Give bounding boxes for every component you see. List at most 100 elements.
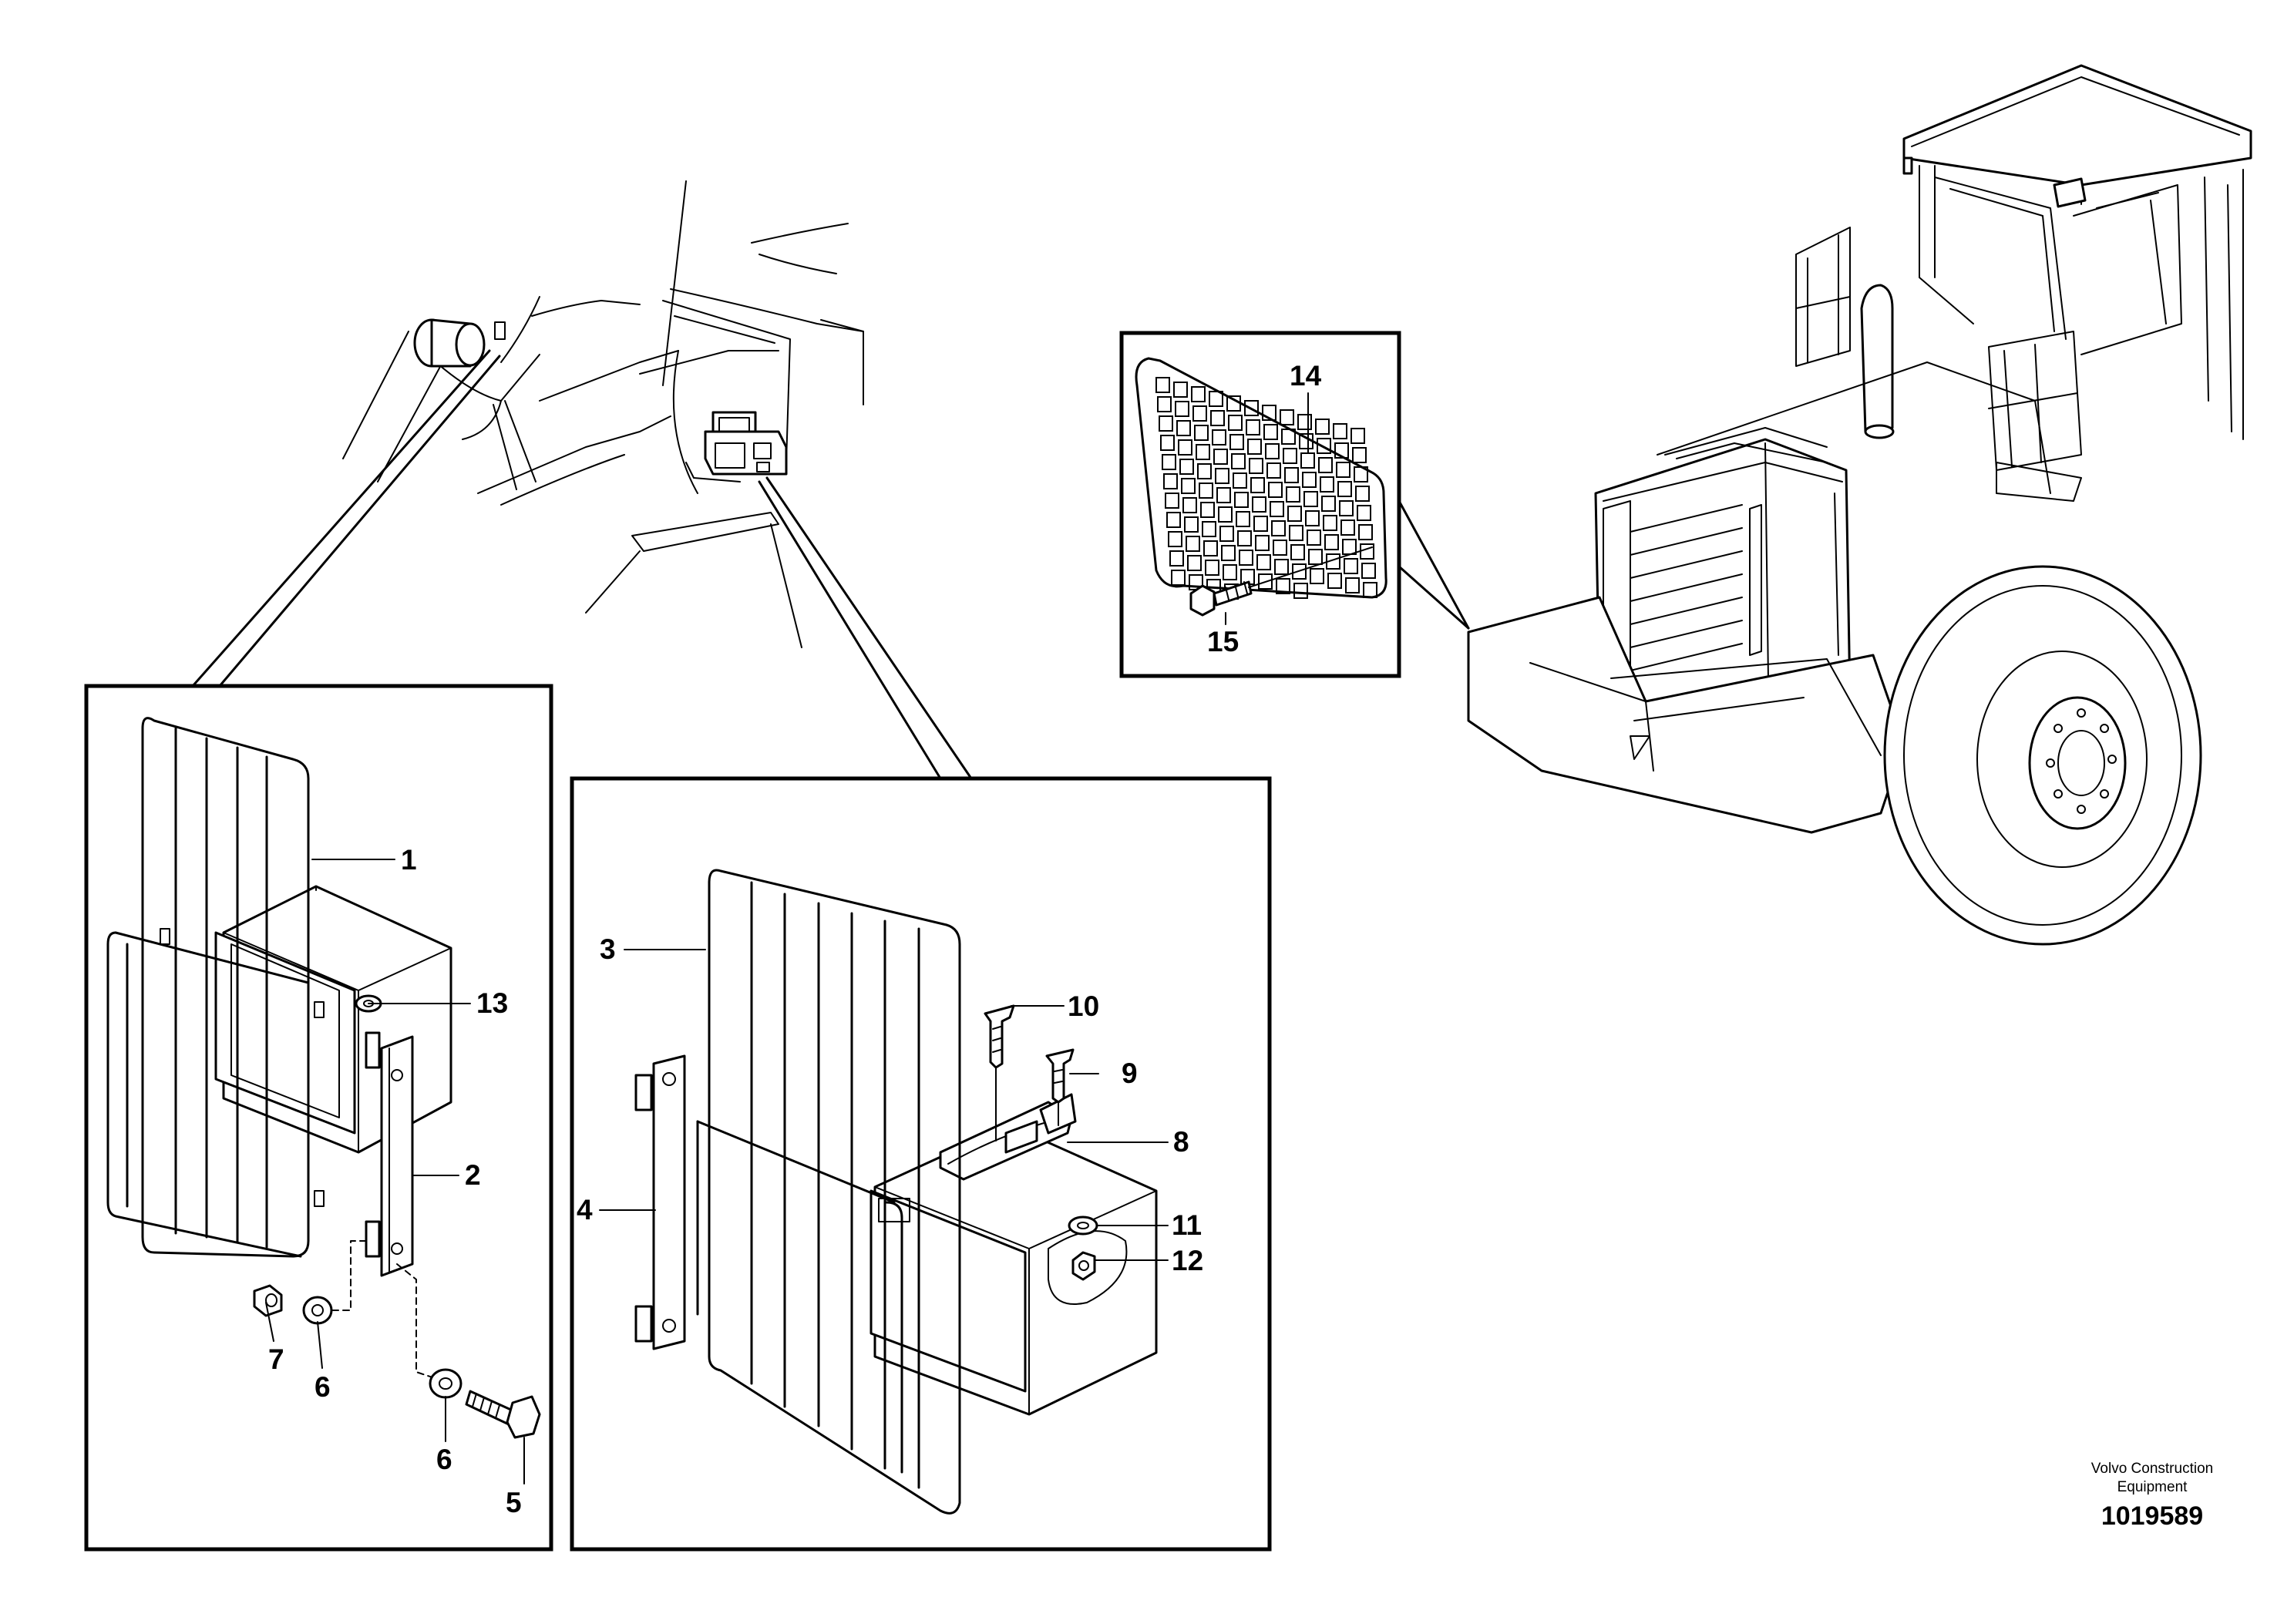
mesh-cell [1361, 563, 1376, 579]
mesh-cell [1297, 414, 1312, 430]
mesh-cell [1321, 496, 1336, 512]
mesh-cell [1247, 439, 1262, 455]
mesh-cell [1317, 438, 1331, 454]
mesh-cell [1157, 396, 1172, 412]
mesh-cell [1293, 583, 1308, 599]
mesh-cell [1186, 536, 1200, 552]
mesh-cell [1173, 382, 1188, 398]
mesh-cell [1255, 535, 1270, 551]
callout-1: 1 [401, 844, 417, 876]
mesh-cell [1194, 425, 1209, 441]
detail-box-center [570, 776, 1272, 1552]
mesh-cell [1181, 478, 1196, 494]
mesh-cell [1336, 462, 1350, 478]
mesh-cell [1265, 443, 1280, 459]
mesh-cell [1191, 386, 1206, 402]
mesh-cell [1249, 458, 1263, 474]
detail-box-left [84, 684, 553, 1552]
mesh-cell [1302, 472, 1317, 488]
mesh-cell [1229, 434, 1244, 450]
mesh-cell [1253, 516, 1268, 532]
document-number: 1019589 [2101, 1501, 2204, 1531]
mesh-cell [1283, 448, 1297, 464]
mesh-cell [1354, 466, 1368, 482]
mesh-cell [1315, 419, 1330, 435]
detail-box-grille [1119, 331, 1470, 678]
mesh-cell [1166, 512, 1181, 528]
machine-overview-sketch [191, 180, 973, 780]
callout-15: 15 [1207, 626, 1239, 657]
mesh-cell [1308, 549, 1323, 565]
mesh-cell [1169, 550, 1184, 567]
mesh-cell [1303, 491, 1318, 507]
mesh-cell [1219, 526, 1234, 542]
mesh-cell [1318, 457, 1333, 473]
callout-10: 10 [1068, 990, 1099, 1022]
mesh-cell [1307, 530, 1321, 546]
mesh-cell [1203, 540, 1218, 556]
mesh-cell [1345, 577, 1360, 593]
mesh-cell [1287, 506, 1302, 522]
mesh-cell [1250, 477, 1265, 493]
mesh-cell [1252, 496, 1266, 513]
mesh-cell [1299, 433, 1314, 449]
wheel-loader-illustration [1467, 64, 2252, 946]
mesh-cell [1244, 400, 1259, 416]
callout-2: 2 [465, 1159, 481, 1191]
callout-6b: 6 [436, 1444, 452, 1475]
mesh-cell [1327, 573, 1342, 589]
mesh-cell [1175, 401, 1189, 417]
mesh-cell [1176, 420, 1191, 436]
mesh-cell [1231, 453, 1246, 469]
mesh-cell [1258, 573, 1273, 590]
mesh-cell [1171, 570, 1186, 586]
mesh-cell [1256, 554, 1271, 570]
mesh-cell [1179, 459, 1194, 475]
manufacturer-credit: Volvo Construction Equipment [2090, 1461, 2214, 1495]
mesh-cell [1226, 395, 1241, 412]
mesh-cell [1196, 444, 1210, 460]
mesh-cell [1168, 531, 1182, 547]
mesh-cell [1352, 447, 1367, 463]
mesh-cell [1270, 501, 1284, 517]
callout-5: 5 [506, 1487, 522, 1518]
mesh-cell [1310, 568, 1324, 584]
mesh-cell [1213, 449, 1228, 465]
mesh-cell [1276, 578, 1290, 594]
callout-8: 8 [1173, 1126, 1189, 1158]
mesh-cell [1178, 439, 1192, 456]
mesh-cell [1160, 435, 1175, 451]
mesh-cell [1223, 564, 1237, 580]
mesh-cell [1355, 486, 1370, 502]
mesh-cell [1280, 409, 1294, 425]
callout-7: 7 [268, 1343, 284, 1375]
mesh-cell [1218, 506, 1233, 523]
callout-3: 3 [600, 933, 616, 965]
mesh-cell [1290, 544, 1305, 560]
mesh-cell [1187, 555, 1202, 571]
mesh-cell [1340, 519, 1355, 536]
mesh-cell [1163, 473, 1178, 489]
mesh-cell [1192, 405, 1207, 422]
mesh-cell [1350, 428, 1365, 444]
mesh-cell [1271, 520, 1286, 536]
mesh-cell [1216, 487, 1231, 503]
mesh-cell [1289, 525, 1303, 541]
mesh-cell [1221, 545, 1236, 561]
mesh-cell [1212, 429, 1226, 446]
mesh-cell [1155, 377, 1170, 393]
mesh-cell [1323, 515, 1337, 531]
mesh-cell [1358, 524, 1373, 540]
callout-12: 12 [1172, 1245, 1203, 1276]
callout-11: 11 [1172, 1209, 1202, 1241]
mesh-cell [1162, 454, 1176, 470]
mesh-cell [1333, 423, 1347, 439]
mesh-cell [1305, 510, 1320, 526]
mesh-cell [1337, 481, 1352, 497]
mesh-cell [1246, 419, 1260, 435]
mesh-cell [1281, 429, 1296, 445]
mesh-cell [1234, 492, 1249, 508]
mesh-cell [1273, 540, 1287, 556]
mesh-cell [1268, 482, 1283, 498]
mesh-cell [1209, 391, 1223, 407]
